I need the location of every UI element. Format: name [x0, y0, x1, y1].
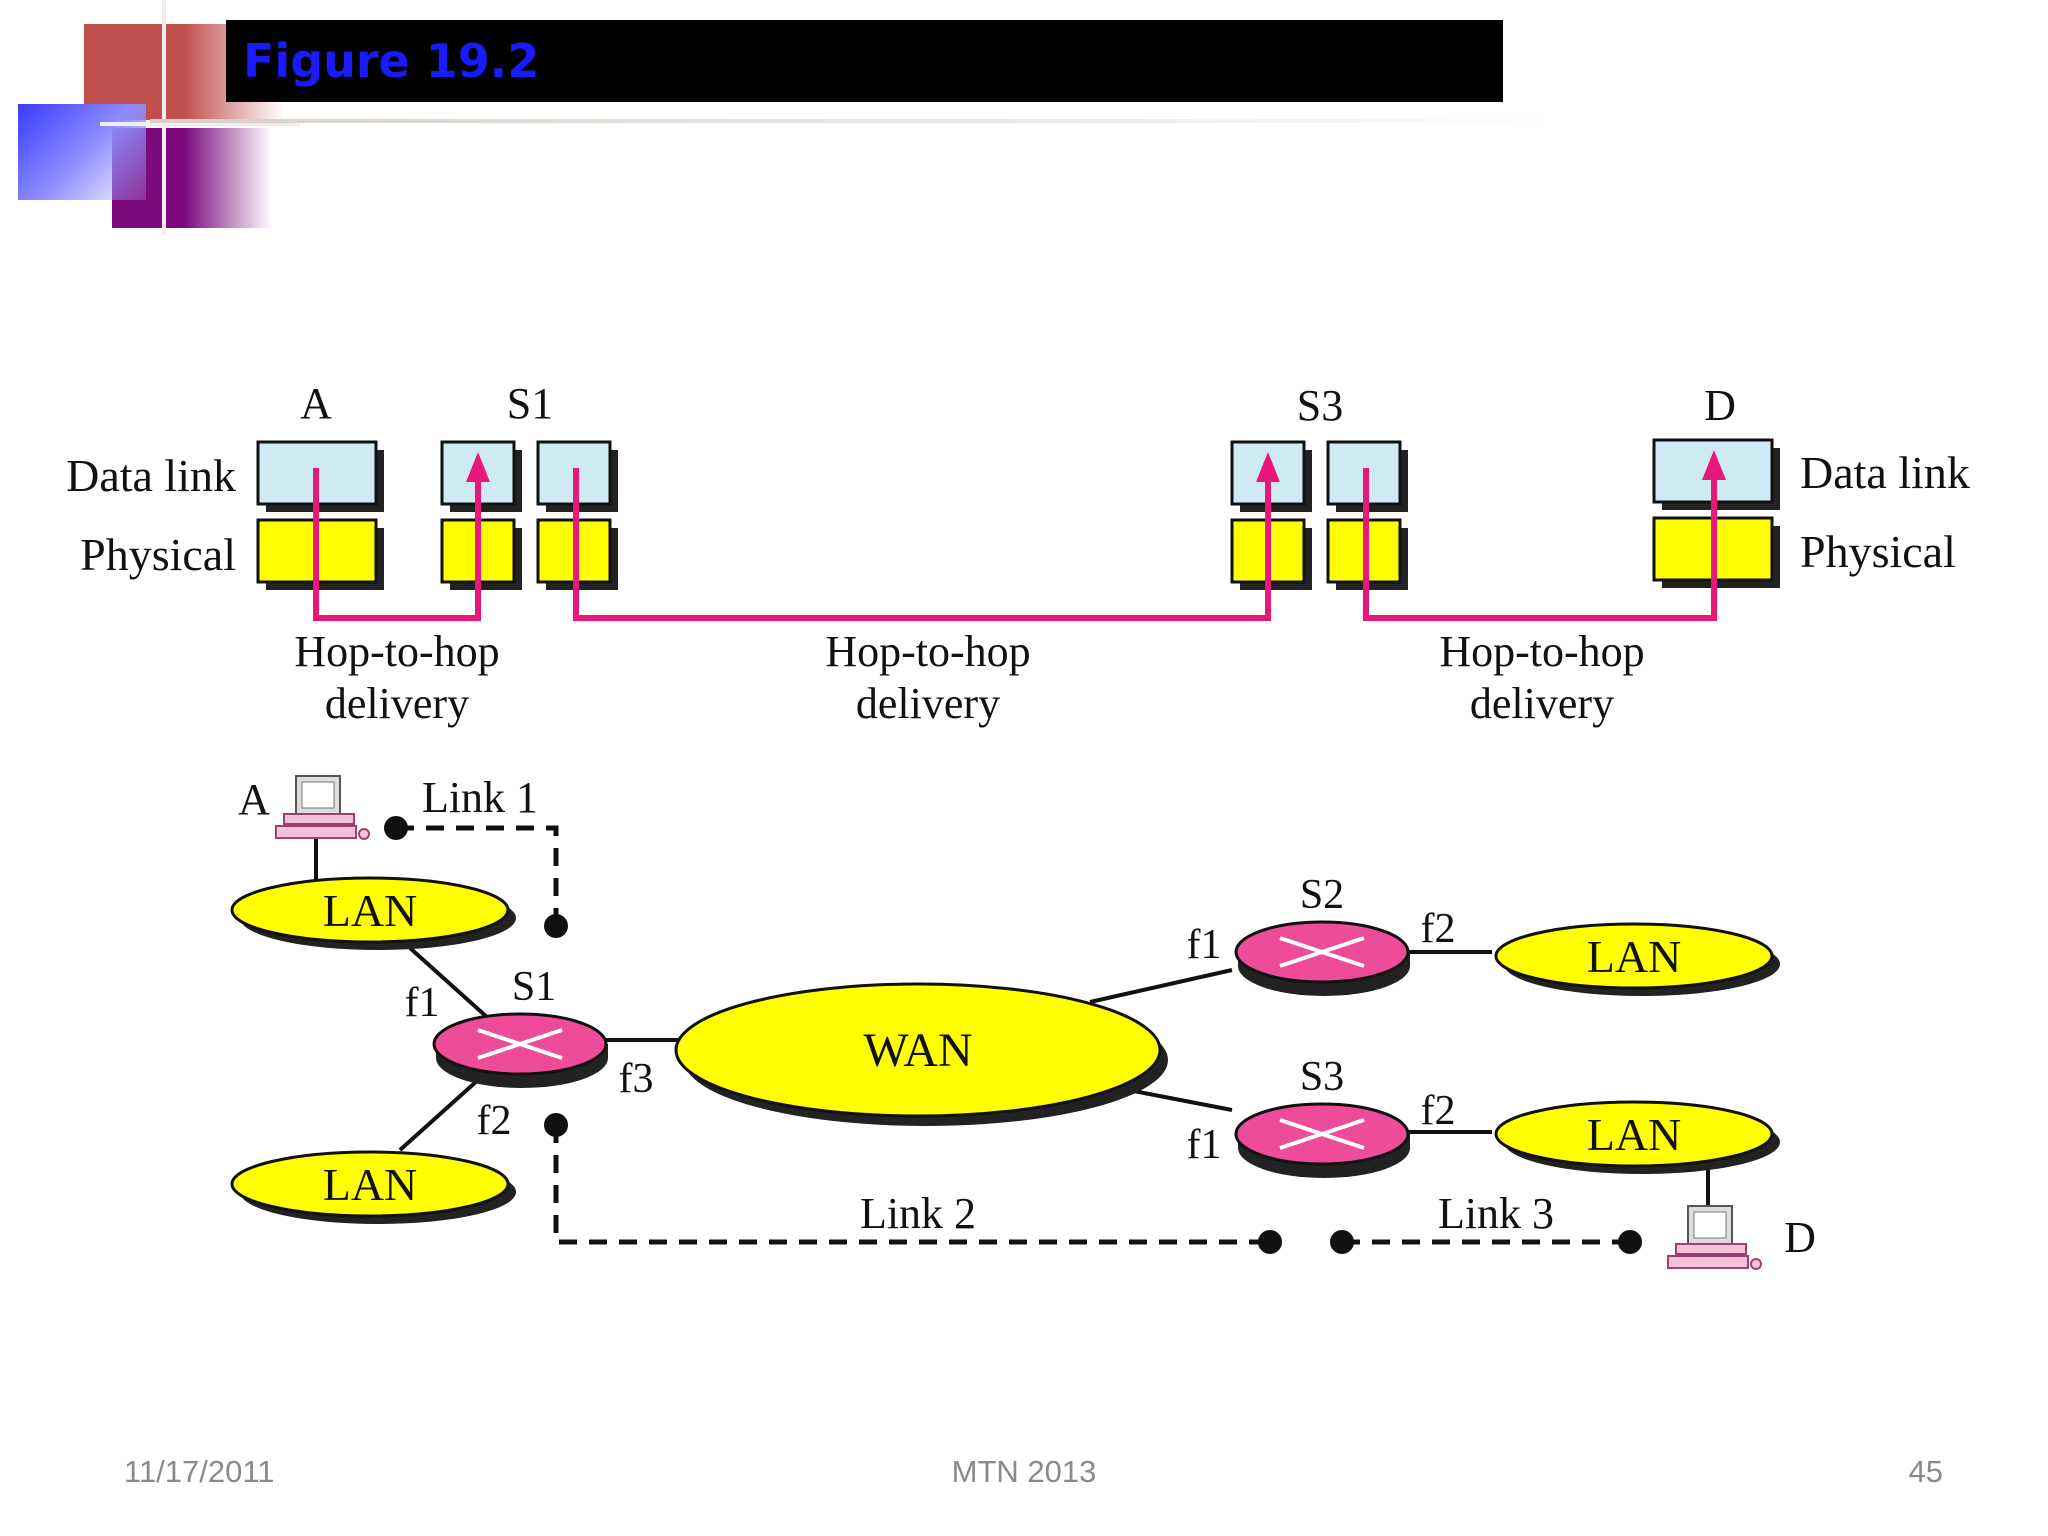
s1-port-f2: f2	[477, 1098, 512, 1144]
arrowhead-icon	[466, 452, 490, 482]
layer-label-a: A	[300, 379, 332, 428]
footer-text: MTN 2013	[951, 1454, 1097, 1489]
arrowhead-icon	[1702, 450, 1726, 480]
host-a-label: A	[238, 775, 270, 824]
network-links	[314, 838, 1710, 1206]
switch-s1-icon	[432, 1012, 608, 1088]
page-number: 45	[1908, 1454, 1943, 1489]
link-3-label: Link 3	[1438, 1189, 1554, 1238]
s3-port-f1: f1	[1187, 1122, 1222, 1168]
hop-path-1	[313, 468, 481, 621]
s3-port-f2: f2	[1421, 1088, 1456, 1134]
hop-label-2-line1: Hop-to-hop	[825, 627, 1030, 676]
lan-1	[230, 876, 516, 950]
link-1-label: Link 1	[422, 773, 538, 822]
lan-1-label: LAN	[323, 885, 418, 936]
title-bar	[226, 20, 1503, 102]
hop-label-1-line1: Hop-to-hop	[294, 627, 499, 676]
link-1-path	[396, 825, 559, 926]
link-paths	[396, 825, 1630, 1245]
hop-label-1-line2: delivery	[325, 679, 469, 728]
link-2-label: Link 2	[860, 1189, 976, 1238]
host-d-label: D	[1784, 1213, 1816, 1262]
lan-4-label: LAN	[1587, 1109, 1682, 1160]
layer-label-s1: S1	[507, 379, 553, 428]
lan-3	[1494, 922, 1780, 996]
lan-3-label: LAN	[1587, 931, 1682, 982]
wan	[674, 982, 1168, 1126]
wan-label: WAN	[863, 1024, 972, 1077]
footer-date: 11/17/2011	[124, 1454, 275, 1489]
switch-s3-label: S3	[1300, 1054, 1344, 1100]
physical-label-right: Physical	[1800, 526, 1956, 577]
hop-label-2-line2: delivery	[856, 679, 1000, 728]
hop-label-3-line2: delivery	[1470, 679, 1614, 728]
data-link-label-left: Data link	[66, 450, 236, 501]
slide-title: Figure 19.2	[243, 34, 540, 88]
link-endpoints	[384, 816, 1642, 1254]
corner-decoration	[18, 104, 146, 200]
switch-s1-label: S1	[512, 964, 556, 1010]
title-divider	[150, 119, 1550, 123]
link-2-path	[553, 1125, 1270, 1245]
computer-d-icon	[1667, 1205, 1762, 1270]
corner-decoration	[100, 122, 300, 126]
delivery-paths	[313, 468, 1717, 621]
corner-decoration	[162, 0, 166, 235]
s2-port-f2: f2	[1421, 906, 1456, 952]
computer-a-icon	[275, 775, 370, 840]
physical-label-left: Physical	[80, 529, 236, 580]
hop-path-3	[1363, 468, 1717, 621]
layer-label-s3: S3	[1297, 381, 1343, 430]
hop-label-3-line1: Hop-to-hop	[1439, 627, 1644, 676]
switch-s3-icon	[1234, 1102, 1410, 1178]
switch-s3-stack	[1230, 440, 1408, 590]
s1-port-f3: f3	[619, 1056, 654, 1102]
switch-s2-label: S2	[1300, 872, 1344, 918]
lan-2-label: LAN	[323, 1159, 418, 1210]
host-d-stack	[1652, 438, 1780, 588]
data-link-label-right: Data link	[1800, 447, 1970, 498]
lan-4	[1494, 1100, 1780, 1174]
hop-path-2	[573, 468, 1271, 621]
arrowhead-icon	[1256, 452, 1280, 482]
switch-s2-icon	[1234, 920, 1410, 996]
layer-label-d: D	[1704, 381, 1736, 430]
lan-2	[230, 1150, 516, 1224]
s1-port-f1: f1	[405, 980, 440, 1026]
host-a-stack	[256, 440, 384, 590]
s2-port-f1: f1	[1187, 922, 1222, 968]
switch-s1-stack	[440, 440, 618, 590]
